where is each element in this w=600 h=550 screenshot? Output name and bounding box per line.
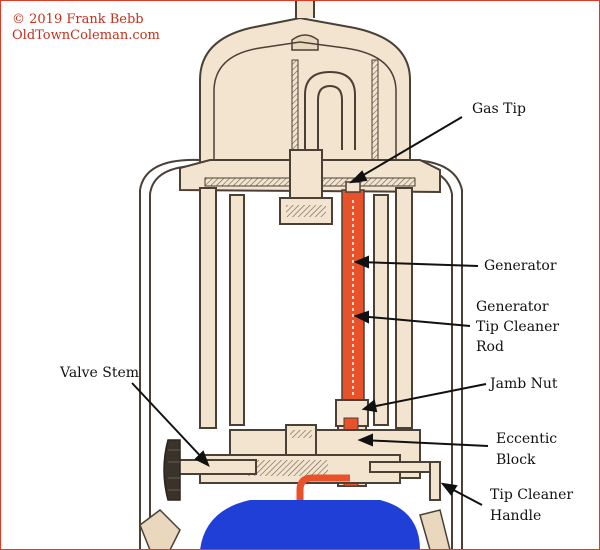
label-valve-stem: Valve Stem — [60, 365, 140, 381]
label-tip-cleaner-rod-line1: Generator — [476, 299, 549, 315]
label-tip-cleaner-handle-line2: Handle — [490, 508, 542, 524]
label-generator: Generator — [484, 258, 557, 274]
arrow-tip-cleaner-rod — [357, 315, 471, 327]
website-text: OldTownColeman.com — [12, 28, 160, 43]
globe-frame — [199, 187, 413, 429]
copyright-text: © 2019 Frank Bebb — [12, 12, 144, 27]
label-tip-cleaner-rod-line2: Tip Cleaner — [476, 319, 560, 335]
label-jamb-nut: Jamb Nut — [490, 376, 558, 392]
label-eccentric-block-line1: Eccentic — [496, 431, 558, 447]
label-gas-tip: Gas Tip — [472, 101, 526, 117]
arrow-valve-stem — [131, 382, 207, 463]
arrow-generator — [357, 261, 479, 267]
label-tip-cleaner-rod-line3: Rod — [476, 339, 504, 355]
fuel-fount — [200, 500, 420, 550]
arrow-gas-tip — [354, 116, 463, 181]
label-tip-cleaner-handle-line1: Tip Cleaner — [490, 487, 574, 503]
valve-stem-part — [163, 439, 257, 501]
arrow-jamb-nut — [365, 383, 487, 409]
generator-loop — [304, 70, 356, 150]
arrow-eccentric-block — [361, 439, 489, 447]
label-eccentric-block-line2: Block — [496, 452, 536, 468]
fuel-passage — [296, 474, 350, 550]
tip-cleaner-handle-part — [369, 461, 441, 501]
callout-arrows — [131, 116, 489, 506]
